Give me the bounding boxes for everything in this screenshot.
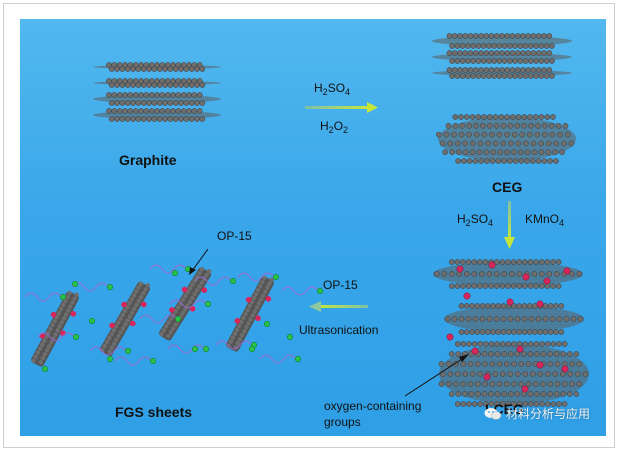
- surfactant-chain: [37, 332, 75, 342]
- oxygen-atom: [521, 385, 529, 393]
- oxygen-atom: [536, 361, 544, 369]
- surfactant-chain: [89, 346, 127, 356]
- surfactant-chain: [259, 354, 297, 364]
- arrow-ceg-to-lceg: [504, 201, 515, 249]
- surfactant-head: [294, 355, 302, 363]
- ceg-layer: [432, 67, 572, 79]
- surfactant-chain: [114, 356, 152, 366]
- surfactant-head: [316, 287, 324, 295]
- oxygen-atom: [536, 300, 544, 308]
- surfactant-chain: [281, 286, 319, 296]
- surfactant-head: [286, 333, 294, 341]
- surfactant-chain: [215, 340, 253, 350]
- graphite-layer: [93, 78, 221, 88]
- surfactant-chain: [139, 314, 177, 324]
- graphite-label: Graphite: [119, 152, 177, 168]
- oxygen-pointer-arrow: [404, 354, 469, 397]
- fgs-sheets: [24, 264, 324, 373]
- oxygen-atom: [543, 277, 551, 285]
- oxygen-atom: [446, 333, 454, 341]
- wechat-icon: [484, 407, 502, 420]
- h2so4-label-step2: H2SO4: [457, 212, 494, 228]
- surfactant-chain: [194, 276, 232, 286]
- lceg-layer: [433, 259, 583, 289]
- fgs-sheet: [31, 290, 79, 367]
- lceg-stack: [433, 259, 589, 407]
- lceg-layer: [444, 303, 584, 335]
- ceg-layer: [435, 114, 576, 164]
- graphite-layer: [93, 62, 221, 72]
- op15-pointer-arrow: [189, 248, 209, 275]
- ultrasonication-label: Ultrasonication: [299, 323, 379, 337]
- surfactant-head: [248, 345, 256, 353]
- surfactant-head: [106, 355, 114, 363]
- surfactant-chain: [71, 282, 109, 292]
- fgs-sheet: [159, 267, 212, 341]
- oxygen-groups-label-line2: groups: [324, 415, 361, 429]
- arrow-graphite-to-ceg: [305, 102, 378, 113]
- h2o2-label: H2O2: [320, 119, 349, 135]
- ceg-layer: [432, 33, 572, 49]
- oxygen-atom: [506, 298, 514, 306]
- surfactant-head: [202, 345, 210, 353]
- surfactant-head: [191, 345, 199, 353]
- diagram-panel: Graphite CEG LCEG FGS sheets OP-15 OP-15…: [20, 19, 606, 436]
- watermark: 材料分析与应用: [484, 405, 590, 422]
- ceg-layer: [432, 50, 572, 64]
- ceg-label: CEG: [492, 179, 523, 195]
- diagram-artwork: [24, 33, 589, 407]
- surfactant-chain: [167, 344, 205, 354]
- oxygen-atom: [563, 267, 571, 275]
- oxygen-groups-label-line1: oxygen-containing: [324, 399, 422, 413]
- fgs-sheet: [100, 281, 151, 357]
- oxygen-atom: [561, 365, 569, 373]
- graphite-layer: [93, 92, 221, 106]
- surfactant-chain: [149, 264, 187, 274]
- surfactant-head: [106, 283, 114, 291]
- surfactant-head: [41, 365, 49, 373]
- oxygen-atom: [471, 347, 479, 355]
- surfactant-head: [88, 317, 96, 325]
- figure-frame: Graphite CEG LCEG FGS sheets OP-15 OP-15…: [3, 3, 615, 448]
- surfactant-chain: [237, 272, 275, 282]
- graphite-stack: [93, 62, 221, 122]
- surfactant-head: [124, 347, 132, 355]
- arrow-lceg-to-fgs: [309, 301, 368, 312]
- surfactant-head: [263, 320, 271, 328]
- surfactant-head: [272, 273, 280, 281]
- surfactant-chain: [169, 299, 207, 309]
- fgs-sheet: [226, 275, 274, 352]
- oxygen-atom: [522, 273, 530, 281]
- oxygen-atom: [483, 373, 491, 381]
- surfactant-head: [174, 315, 182, 323]
- fgs-label: FGS sheets: [115, 404, 193, 420]
- op15-surfactant-label: OP-15: [217, 229, 252, 243]
- oxygen-atom: [456, 265, 464, 273]
- oxygen-atom: [463, 292, 471, 300]
- lceg-layer: [438, 341, 589, 407]
- surfactant-head: [229, 277, 237, 285]
- oxygen-atom: [488, 261, 496, 269]
- kmno4-label: KMnO4: [525, 212, 565, 228]
- surfactant-head: [171, 269, 179, 277]
- ceg-stack: [432, 33, 576, 164]
- graphite-layer: [93, 108, 221, 122]
- surfactant-chain: [24, 292, 62, 302]
- surfactant-head: [59, 293, 67, 301]
- watermark-text: 材料分析与应用: [505, 407, 590, 421]
- surfactant-head: [71, 280, 79, 288]
- oxygen-atom: [516, 345, 524, 353]
- surfactant-head: [149, 357, 157, 365]
- surfactant-head: [72, 333, 80, 341]
- op15-reagent-label: OP-15: [323, 278, 358, 292]
- h2so4-label-step1: H2SO4: [314, 81, 351, 97]
- surfactant-head: [204, 300, 212, 308]
